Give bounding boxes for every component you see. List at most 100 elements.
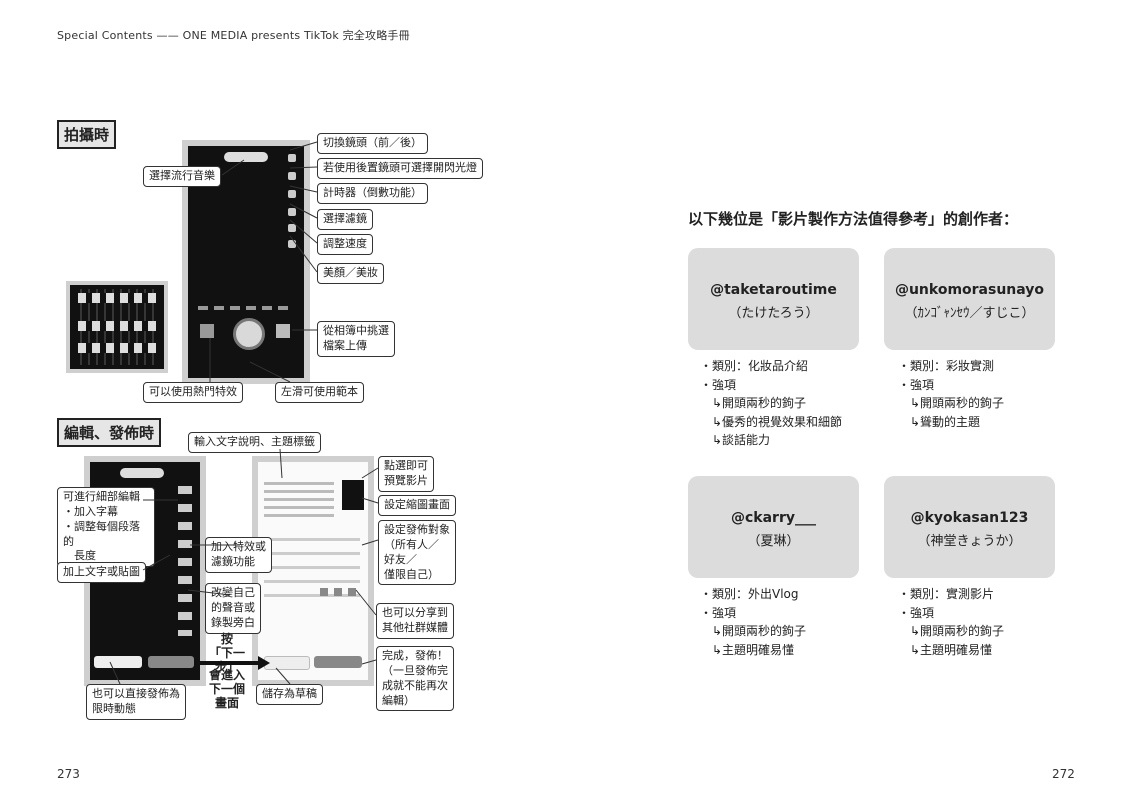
creator-handle: @kyokasan123 <box>910 510 1029 526</box>
creator-strengths-label: ・強項 <box>700 377 737 392</box>
filter-icon <box>288 208 296 216</box>
creator-info: ・類別：化妝品介紹 ・強項 ↳開頭兩秒的鉤子 ↳優秀的視覺效果和細節 ↳談話能力 <box>700 357 842 450</box>
music-pill <box>224 152 268 162</box>
creator-strength: ↳開頭兩秒的鉤子 <box>910 624 1005 638</box>
creator-strength: ↳主題明確易懂 <box>910 642 993 657</box>
flip-camera-icon <box>288 154 296 162</box>
preview-line2: 預覽影片 <box>384 473 428 487</box>
creator-category: ・類別：實測影片 <box>898 587 995 601</box>
creator-info: ・類別：外出Vlog ・強項 ↳開頭兩秒的鉤子 ↳主題明確易懂 <box>700 585 806 659</box>
story-button <box>94 656 142 668</box>
callout-filter: 選擇濾鏡 <box>317 209 373 230</box>
callout-text-sticker: 加上文字或貼圖 <box>57 562 146 583</box>
press-text: 按 <box>220 632 233 646</box>
detail-edit-bullet-3: 長度 <box>63 549 96 563</box>
creator-name: （ｶﾝｺﾞｬﾝｾｳ／すじこ） <box>904 306 1035 321</box>
go-next-line1: 會進入 <box>208 668 245 682</box>
callout-switch-lens: 切換鏡頭（前／後） <box>317 133 428 154</box>
creator-info: ・類別：彩妝實測 ・強項 ↳開頭兩秒的鉤子 ↳聳動的主題 <box>898 357 1004 431</box>
share-icons <box>320 588 356 596</box>
effects-icon <box>200 324 214 338</box>
creator-handle: @ckarry___ <box>731 510 816 526</box>
detail-edit-bullet-2: ・調整每個段落的 <box>63 519 140 548</box>
audience-line4: 僅限自己） <box>384 567 439 581</box>
upload-icon <box>276 324 290 338</box>
voice-line3: 錄製旁白 <box>211 615 255 629</box>
settings-lines <box>264 538 360 608</box>
creator-strengths-label: ・強項 <box>700 605 737 620</box>
record-button <box>233 318 265 350</box>
callout-voice: 改變自己 的聲音或 錄製旁白 <box>205 583 261 634</box>
callout-templates: 左滑可使用範本 <box>275 382 364 403</box>
go-next-screen-label: 會進入 下一個 畫面 <box>205 668 249 710</box>
creator-strength: ↳開頭兩秒的鉤子 <box>712 396 807 410</box>
creator-strength: ↳開頭兩秒的鉤子 <box>712 624 807 638</box>
story-line1: 也可以直接發佈為 <box>92 687 180 700</box>
flash-icon <box>288 172 296 180</box>
callout-cover: 設定縮圖畫面 <box>378 495 456 516</box>
creator-strengths-label: ・強項 <box>898 605 935 620</box>
preview-thumbnail <box>342 480 364 510</box>
audience-line3: 好友／ <box>384 552 417 566</box>
creator-category: ・類別：彩妝實測 <box>898 359 995 373</box>
page-number-left: 273 <box>57 767 80 781</box>
effects-grid-screenshot <box>66 281 168 373</box>
callout-timer: 計時器（倒數功能） <box>317 183 428 204</box>
post-button <box>314 656 362 668</box>
callout-draft: 儲存為草稿 <box>256 684 323 705</box>
creator-info: ・類別：實測影片 ・強項 ↳開頭兩秒的鉤子 ↳主題明確易懂 <box>898 585 1004 659</box>
creator-strengths-label: ・強項 <box>898 377 935 392</box>
creator-category: ・類別：化妝品介紹 <box>700 359 809 373</box>
page-number-right: 272 <box>1052 767 1075 781</box>
callout-flash: 若使用後置鏡頭可選擇開閃光燈 <box>317 158 483 179</box>
creator-name: （神堂きょうか） <box>917 534 1022 549</box>
callout-story: 也可以直接發佈為 限時動態 <box>86 684 186 720</box>
creator-strength: ↳優秀的視覺效果和細節 <box>712 414 843 429</box>
creator-strength: ↳聳動的主題 <box>910 414 981 429</box>
preview-line1: 點選即可 <box>384 459 428 472</box>
creator-name: （たけたろう） <box>728 306 819 321</box>
running-header: Special Contents —— ONE MEDIA presents T… <box>57 29 410 42</box>
audience-line1: 設定發佈對象 <box>384 523 450 536</box>
creator-handle: @unkomorasunayo <box>894 282 1045 298</box>
timer-icon <box>288 190 296 198</box>
go-next-line3: 畫面 <box>214 696 239 710</box>
creator-card: @ckarry___ （夏琳） <box>688 476 859 578</box>
edit-tools-column <box>178 486 192 636</box>
creator-card: @kyokasan123 （神堂きょうか） <box>884 476 1055 578</box>
effects-filter-line1: 加入特效或 <box>211 540 266 553</box>
go-next-line2: 下一個 <box>208 682 245 696</box>
done-line1: 完成，發佈！ <box>382 649 448 662</box>
callout-upload-line2: 檔案上傳 <box>323 338 367 352</box>
callout-upload-line1: 從相簿中挑選 <box>323 324 389 337</box>
next-button <box>148 656 194 668</box>
done-line4: 編輯） <box>382 693 415 707</box>
creator-name: （夏琳） <box>747 534 800 549</box>
share-line1: 也可以分享到 <box>382 606 448 619</box>
camera-screen-screenshot <box>182 140 310 384</box>
callout-done: 完成，發佈！ （一旦發佈完 成就不能再次 編輯） <box>376 646 454 712</box>
creator-card: @taketaroutime （たけたろう） <box>688 248 859 350</box>
beauty-icon <box>288 240 296 248</box>
creator-category: ・類別：外出Vlog <box>700 587 799 601</box>
share-line2: 其他社群媒體 <box>382 620 448 634</box>
callout-music: 選擇流行音樂 <box>143 166 221 187</box>
section-label-shoot: 拍攝時 <box>57 120 117 149</box>
callout-caption: 輸入文字說明、主題標籤 <box>188 432 321 453</box>
post-screen-screenshot <box>252 456 374 686</box>
detail-edit-title: 可進行細部編輯 <box>63 490 140 503</box>
callout-effects: 可以使用熱門特效 <box>143 382 243 403</box>
speed-icon <box>288 224 296 232</box>
section-label-edit: 編輯、發佈時 <box>57 418 162 447</box>
caption-lines <box>264 482 334 522</box>
voice-line1: 改變自己 <box>211 586 255 599</box>
callout-share: 也可以分享到 其他社群媒體 <box>376 603 454 639</box>
creators-title: 以下幾位是「影片製作方法值得參考」的創作者： <box>688 210 1019 228</box>
voice-line2: 的聲音或 <box>211 600 255 614</box>
callout-preview: 點選即可 預覽影片 <box>378 456 434 492</box>
callout-detail-edit: 可進行細部編輯 ・加入字幕 ・調整每個段落的 長度 <box>57 487 155 568</box>
story-line2: 限時動態 <box>92 701 136 715</box>
detail-edit-bullet-1: ・加入字幕 <box>63 504 118 518</box>
